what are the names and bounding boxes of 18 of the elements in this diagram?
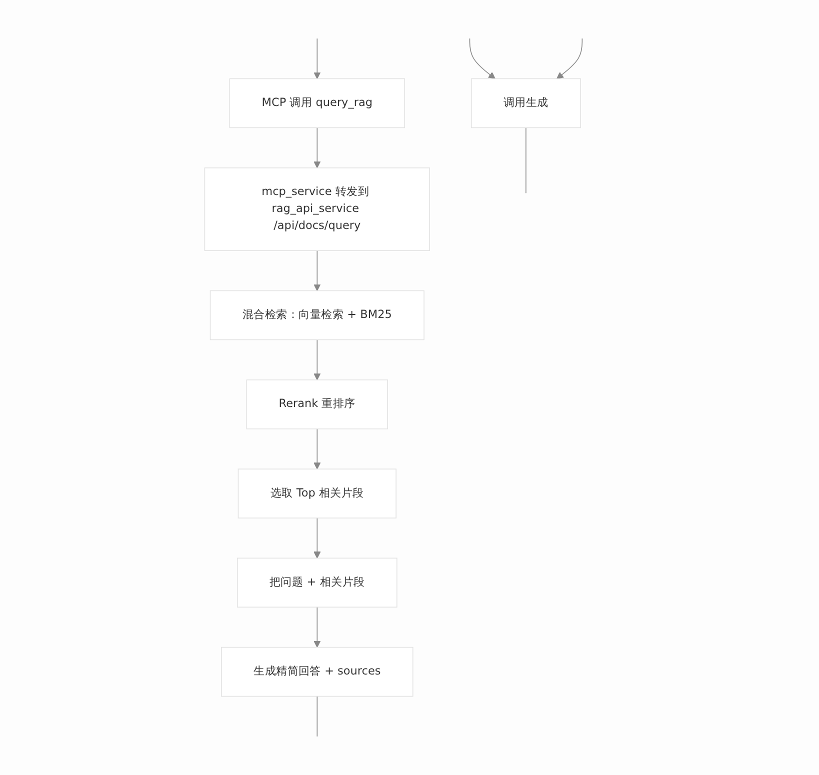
arrow bbox=[314, 250, 321, 292]
process-box: mcp_service 转发到 rag_api_service /api/docs/query bbox=[204, 167, 430, 251]
arrow bbox=[469, 38, 496, 80]
arrow bbox=[314, 518, 321, 558]
arrow bbox=[314, 606, 321, 648]
process-box: 选取 Top 相关片段 bbox=[238, 468, 396, 518]
arrow bbox=[314, 38, 321, 80]
process-box: MCP 调用 query_rag bbox=[229, 78, 406, 128]
arrow bbox=[556, 38, 583, 80]
arrow bbox=[314, 127, 321, 168]
process-box: 生成精简回答 + sources bbox=[221, 646, 414, 697]
process-box: 调用生成 bbox=[470, 78, 581, 128]
connector-line bbox=[316, 696, 318, 737]
arrow bbox=[314, 428, 321, 470]
arrow bbox=[314, 339, 321, 380]
process-box: 把问题 + 相关片段 bbox=[236, 558, 398, 608]
process-box: Rerank 重排序 bbox=[246, 379, 388, 430]
process-box: 混合检索：向量检索 + BM25 bbox=[210, 290, 424, 340]
